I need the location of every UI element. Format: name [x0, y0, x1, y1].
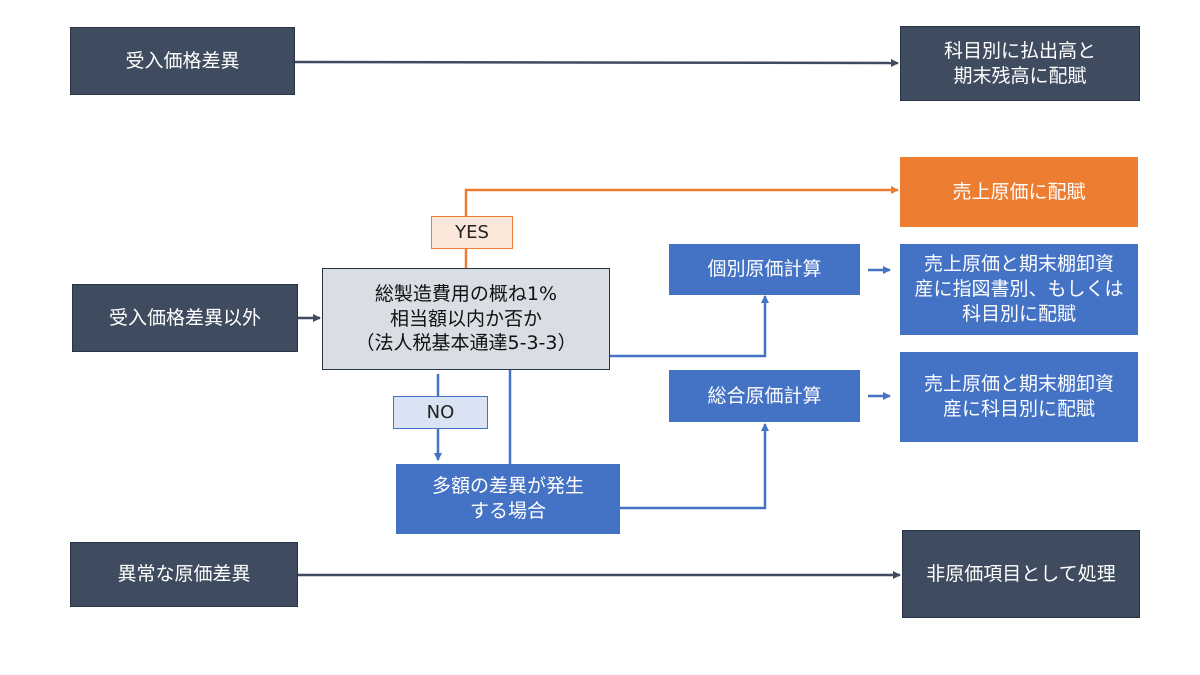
non-cost-node: 非原価項目として処理 — [902, 530, 1140, 618]
yes-label: YES — [431, 216, 513, 249]
allocate-issue-node: 科目別に払出高と 期末残高に配賦 — [900, 26, 1140, 101]
arrow-large-to-process — [620, 423, 769, 510]
job-costing-node: 個別原価計算 — [669, 244, 860, 295]
process-costing-node: 総合原価計算 — [669, 370, 860, 422]
job-result-node: 売上原価と期末棚卸資 産に指図書別、もしくは 科目別に配賦 — [900, 244, 1138, 335]
variance-node: 受入価格差異 — [70, 27, 295, 95]
arrow-variance-to-allocate — [294, 58, 899, 67]
cogs-node: 売上原価に配賦 — [900, 157, 1138, 227]
other-variance-node: 受入価格差異以外 — [72, 284, 298, 352]
no-label: NO — [393, 396, 488, 429]
arrow-decision-to-job — [610, 295, 769, 358]
process-result-node: 売上原価と期末棚卸資 産に科目別に配賦 — [900, 352, 1138, 442]
decision-node: 総製造費用の概ね1% 相当額以内か否か （法人税基本通達5-3-3） — [322, 268, 610, 370]
abnormal-node: 異常な原価差異 — [70, 542, 298, 607]
large-variance-node: 多額の差異が発生 する場合 — [396, 464, 620, 534]
